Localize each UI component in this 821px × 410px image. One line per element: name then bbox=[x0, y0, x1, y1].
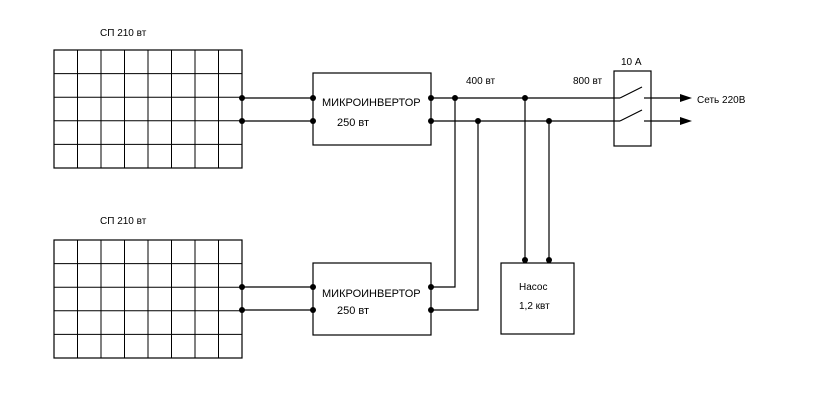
pump-box bbox=[500, 262, 575, 335]
solar-panel-1-label: СП 210 вт bbox=[100, 28, 147, 39]
junction-dots bbox=[239, 95, 552, 313]
total-power-label: 800 вт bbox=[573, 76, 603, 87]
wires-inverter2-to-bus bbox=[431, 98, 479, 311]
pump-title: Насос bbox=[519, 282, 547, 293]
microinverter-1: МИКРОИНВЕРТОР 250 вт bbox=[312, 72, 432, 146]
solar-panel-1-grid bbox=[54, 50, 242, 168]
breaker-switch-icon bbox=[614, 86, 651, 122]
output-arrows bbox=[651, 94, 692, 125]
solar-panel-1: СП 210 вт bbox=[53, 28, 243, 169]
microinverter-1-title: МИКРОИНВЕРТОР bbox=[322, 97, 421, 109]
pump: Насос 1,2 квт bbox=[500, 262, 575, 335]
arrow-right-icon bbox=[680, 117, 692, 125]
microinverter-2-title: МИКРОИНВЕРТОР bbox=[322, 288, 421, 300]
wires-panel2-inverter2 bbox=[242, 286, 313, 311]
microinverter-2-box bbox=[312, 262, 432, 336]
microinverter-1-power: 250 вт bbox=[337, 117, 369, 129]
solar-panel-2-label: СП 210 вт bbox=[100, 216, 147, 227]
microinverter-2: МИКРОИНВЕРТОР 250 вт bbox=[312, 262, 432, 336]
solar-panel-2-grid bbox=[54, 240, 242, 358]
ac-bus bbox=[431, 97, 614, 122]
grid-output-label: Сеть 220В bbox=[697, 95, 746, 106]
bus-power-label: 400 вт bbox=[466, 76, 496, 87]
solar-panel-2: СП 210 вт bbox=[53, 216, 243, 359]
wires-panel1-inverter1 bbox=[242, 97, 313, 122]
pump-power: 1,2 квт bbox=[519, 301, 550, 312]
breaker-rating: 10 А bbox=[621, 57, 642, 68]
breaker: 10 А bbox=[613, 57, 652, 147]
wires-pump-taps bbox=[524, 98, 550, 263]
microinverter-1-box bbox=[312, 72, 432, 146]
microinverter-2-power: 250 вт bbox=[337, 305, 369, 317]
breaker-box bbox=[613, 70, 652, 147]
arrow-right-icon bbox=[680, 94, 692, 102]
